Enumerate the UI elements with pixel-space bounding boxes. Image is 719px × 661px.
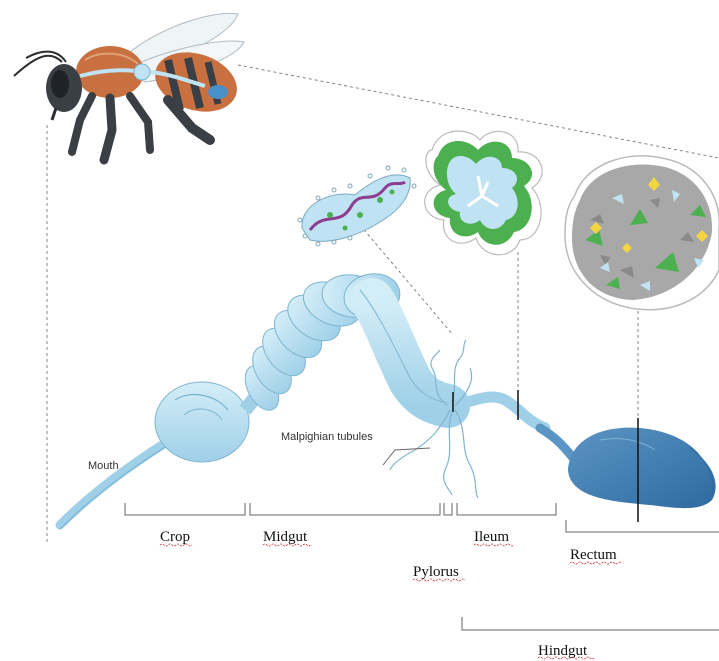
label-midgut: Midgut (263, 529, 308, 545)
pylorus-cross-section (298, 166, 416, 246)
label-pylorus: Pylorus (413, 564, 459, 580)
label-ileum: Ileum (474, 529, 509, 545)
label-malpighian-tubules: Malpighian tubules (281, 431, 373, 443)
labels: Mouth Malpighian tubules Crop Midgut Pyl… (88, 431, 622, 659)
label-rectum: Rectum (570, 547, 617, 563)
ileum-cross-section (425, 131, 543, 255)
rectum-cross-section (565, 156, 719, 310)
label-mouth: Mouth (88, 460, 119, 472)
label-hindgut: Hindgut (538, 643, 588, 659)
digestive-tract (60, 269, 716, 529)
label-crop: Crop (160, 529, 190, 545)
bee-illustration (14, 13, 245, 160)
